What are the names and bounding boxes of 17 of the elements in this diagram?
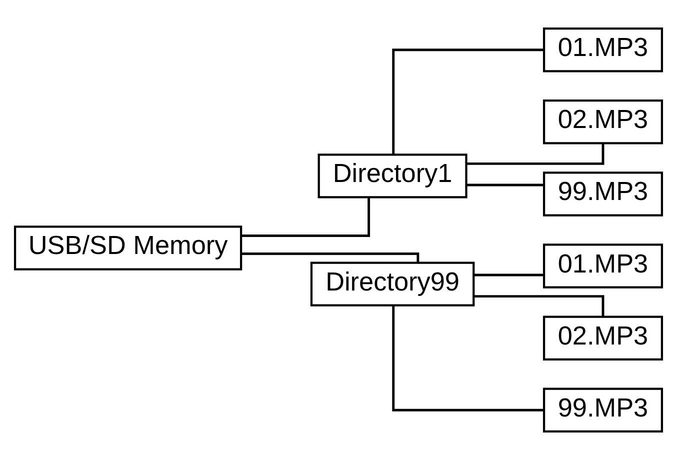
connector	[474, 273, 544, 276]
node-box: Directory99	[310, 261, 475, 306]
node-box: USB/SD Memory	[14, 225, 242, 270]
connector	[241, 252, 420, 262]
node-box: 99.MP3	[542, 387, 664, 432]
node-box: 02.MP3	[542, 99, 664, 144]
connector	[474, 294, 604, 316]
connector	[392, 48, 544, 154]
node-box: 01.MP3	[542, 243, 664, 288]
node-box: 99.MP3	[542, 171, 664, 216]
node-box: 02.MP3	[542, 315, 664, 360]
node-box: 01.MP3	[542, 26, 664, 72]
connector	[392, 304, 544, 411]
connector	[466, 142, 604, 164]
connector	[466, 183, 544, 186]
connector	[241, 197, 370, 236]
node-box: Directory1	[318, 153, 468, 198]
